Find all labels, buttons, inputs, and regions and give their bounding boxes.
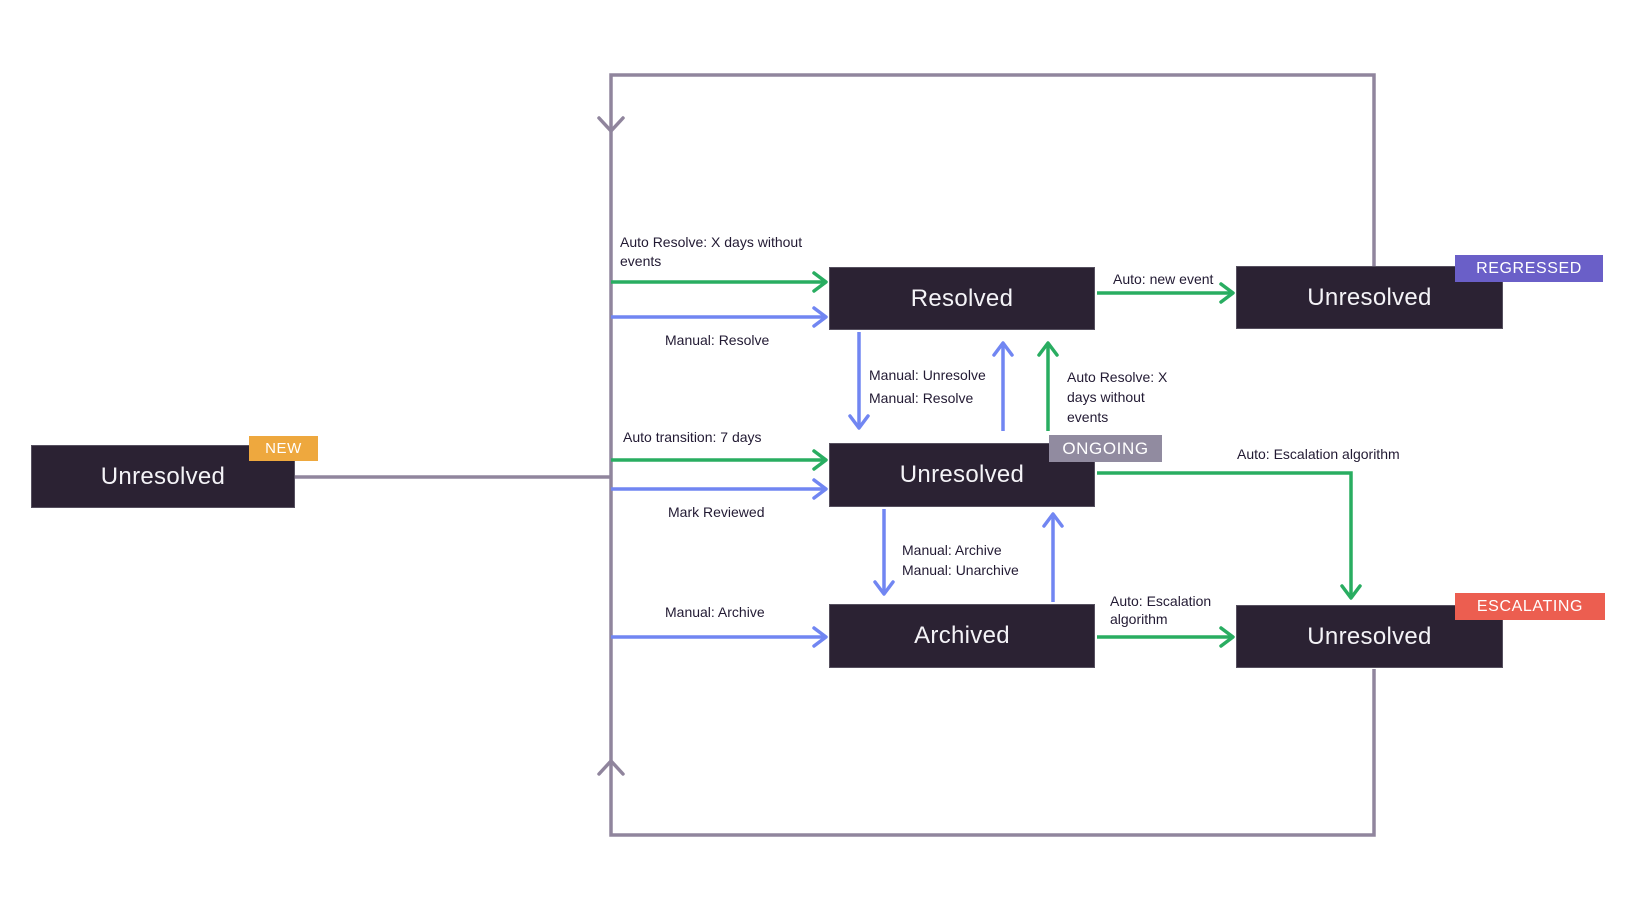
- edge-label-manual-unresolve-resolve: Manual: Unresolve Manual: Resolve: [869, 367, 986, 406]
- edge-label-manual-archive-unarchive: Manual: Archive Manual: Unarchive: [902, 542, 1019, 578]
- arrowhead-icon: [873, 580, 895, 596]
- arrowhead-icon: [1340, 584, 1362, 600]
- edge-label-manual-resolve: Manual: Resolve: [665, 332, 770, 348]
- loop-down-arrowhead-icon: [597, 116, 625, 133]
- arrowhead-icon: [1219, 282, 1235, 304]
- arrowhead-icon: [812, 626, 828, 648]
- node-archived: Archived: [829, 604, 1095, 668]
- arrowhead-icon: [1219, 626, 1235, 648]
- edge-label-auto-escalation-archived: Auto: Escalation algorithm: [1110, 593, 1212, 627]
- edge-label-auto-escalation-ongoing: Auto: Escalation algorithm: [1237, 446, 1400, 462]
- arrowhead-icon: [812, 271, 828, 293]
- node-resolved: Resolved: [829, 267, 1095, 330]
- badge-new: NEW: [249, 436, 318, 461]
- node-label: Unresolved: [1307, 622, 1432, 650]
- arrowhead-icon: [848, 414, 870, 430]
- loop-line: [609, 73, 1376, 837]
- edge-label-auto-transition: Auto transition: 7 days: [623, 429, 762, 445]
- badge-escalating: ESCALATING: [1455, 593, 1605, 620]
- edge-label-auto-resolve: Auto Resolve: X days without events: [620, 234, 803, 269]
- edge-label-auto-resolve-ongoing: Auto Resolve: X days without events: [1067, 369, 1168, 425]
- arrowhead-icon: [812, 449, 828, 471]
- edge-label-auto-new-event: Auto: new event: [1113, 271, 1214, 287]
- node-label: Unresolved: [899, 461, 1025, 488]
- node-label: Unresolved: [1307, 283, 1432, 311]
- loop-up-arrowhead-icon: [597, 759, 625, 776]
- node-label: Unresolved: [100, 462, 226, 490]
- arrowhead-icon: [992, 341, 1014, 357]
- arrowhead-icon: [812, 306, 828, 328]
- node-label: Resolved: [910, 284, 1014, 312]
- arrowhead-icon: [812, 478, 828, 500]
- arrowhead-icon: [1042, 512, 1064, 528]
- node-label: Archived: [914, 622, 1010, 649]
- edge-label-manual-archive: Manual: Archive: [665, 604, 765, 620]
- badge-regressed: REGRESSED: [1455, 255, 1603, 282]
- edge-label-mark-reviewed: Mark Reviewed: [668, 504, 765, 520]
- arrowhead-icon: [1037, 341, 1059, 357]
- badge-ongoing: ONGOING: [1049, 435, 1162, 462]
- edge-auto-escalation-ongoing-line: [1097, 471, 1353, 596]
